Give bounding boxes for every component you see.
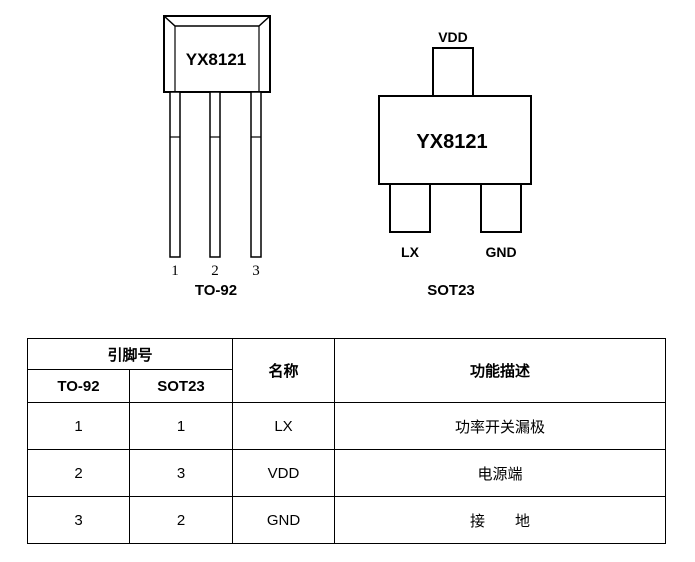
cell-name: GND [232, 496, 336, 544]
table-row: 2 3 VDD 电源端 [27, 449, 667, 497]
header-to92: TO-92 [27, 369, 130, 403]
sot23-left-pin [389, 183, 431, 233]
to92-chip-label: YX8121 [186, 50, 247, 69]
cell-name: VDD [232, 449, 336, 497]
header-pin-number: 引脚号 [26, 338, 234, 370]
sot23-chip-label: YX8121 [416, 131, 487, 153]
header-description: 功能描述 [334, 338, 667, 403]
sot23-body [378, 95, 532, 185]
sot23-gnd-label: GND [485, 244, 516, 260]
cell-to92: 1 [27, 402, 130, 450]
cell-name: LX [232, 402, 336, 450]
cell-sot23: 1 [128, 402, 234, 450]
to92-lead-2 [209, 91, 221, 258]
header-sot23: SOT23 [128, 369, 234, 403]
cell-to92: 3 [27, 496, 130, 544]
table-header-row: 引脚号 名称 功能描述 [26, 338, 667, 403]
cell-to92: 2 [27, 449, 130, 497]
cell-description: 接 地 [334, 496, 667, 544]
cell-description: 电源端 [334, 449, 667, 497]
to92-lead-1 [169, 91, 181, 258]
cell-sot23: 3 [128, 449, 234, 497]
sot23-top-pin [432, 47, 474, 97]
table-row: 3 2 GND 接 地 [27, 496, 667, 544]
table-row: 1 1 LX 功率开关漏极 [27, 402, 667, 450]
pin-table: 引脚号 名称 功能描述 TO-92 SOT23 1 1 LX 功率开关漏极 2 … [26, 338, 667, 544]
to92-pin-number-2: 2 [211, 263, 219, 279]
table-subheader-row: TO-92 SOT23 [27, 369, 666, 403]
package-diagram: YX8121 1 2 3 TO-92 VDD YX8121 LX GND SOT… [163, 15, 532, 299]
to92-body [163, 15, 271, 93]
to92-package: YX8121 1 2 3 TO-92 [163, 15, 271, 299]
sot23-lx-label: LX [401, 244, 420, 260]
header-name: 名称 [232, 338, 336, 403]
to92-lead-3 [250, 91, 262, 258]
sot23-vdd-label: VDD [438, 29, 468, 45]
sot23-package-name: SOT23 [427, 282, 475, 299]
to92-pin-number-3: 3 [252, 263, 260, 279]
to92-pin-number-1: 1 [171, 263, 179, 279]
sot23-package: VDD YX8121 LX GND SOT23 [378, 29, 532, 299]
to92-package-name: TO-92 [195, 282, 237, 299]
cell-description: 功率开关漏极 [334, 402, 667, 450]
to92-bevel [163, 15, 271, 27]
cell-sot23: 2 [128, 496, 234, 544]
sot23-right-pin [480, 183, 522, 233]
